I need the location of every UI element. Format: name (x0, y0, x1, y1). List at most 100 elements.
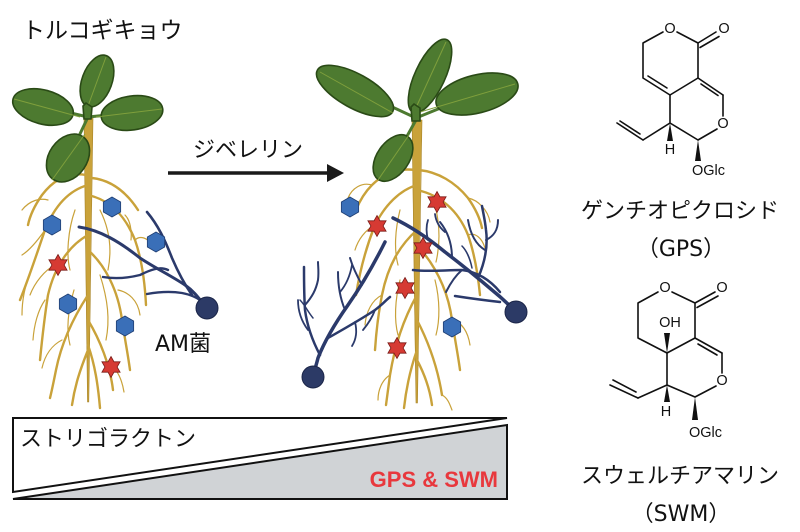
hypha (434, 213, 446, 233)
rootlet (364, 294, 383, 326)
hexagon-marker (442, 316, 462, 338)
rootlet (124, 214, 132, 241)
strigolactone-label: ストリゴラクトン (20, 427, 196, 452)
lateral-root (48, 293, 90, 400)
wedge-bond (695, 140, 701, 161)
rootlet (394, 209, 401, 266)
leaf-vein (95, 108, 163, 118)
atom-hydrogen: H (665, 142, 675, 158)
leaf-vein (419, 83, 516, 113)
increasing-triangle (12, 423, 508, 500)
leaf (315, 64, 395, 118)
rootlet (21, 274, 31, 316)
gps-name: ゲンチオピクロシド (581, 199, 779, 224)
hypha (311, 240, 387, 378)
rootlet (41, 339, 63, 369)
double-bond (694, 291, 719, 309)
lateral-root (90, 176, 140, 212)
leaves (315, 38, 519, 182)
leaf-vein (413, 41, 447, 113)
atom-carbonyl-oxygen: O (718, 21, 729, 37)
leaf-vein (377, 134, 410, 181)
atom-ring-oxygen: O (664, 21, 675, 37)
hexagon-marker (340, 196, 360, 218)
am-fungus-hyphae-right (391, 204, 528, 324)
atom-hydrogen: H (661, 404, 671, 420)
taproot (83, 117, 94, 403)
swm-structure: O O OH O H OGlc スウェルチアマリン （SWM） (581, 280, 779, 527)
rootlet (377, 374, 391, 401)
plant-title: トルコギキョウ (22, 18, 183, 44)
gibberellin-treatment: ジベレリン (168, 138, 344, 182)
star-marker (387, 337, 407, 359)
leaf-vein (51, 133, 86, 181)
hypha (362, 309, 376, 331)
star-marker (101, 356, 121, 378)
vinyl-double-bond (616, 120, 644, 141)
rootlet (67, 289, 75, 346)
rootlet (441, 394, 453, 411)
lateral-root (402, 348, 419, 410)
leaf (435, 72, 519, 116)
lateral-root (86, 343, 102, 410)
bonds (609, 291, 723, 420)
hexagon-marker (58, 293, 78, 315)
hypha (302, 265, 322, 357)
bond (637, 291, 696, 354)
hypha (297, 299, 309, 331)
hypha (461, 245, 473, 269)
hypha (476, 204, 488, 280)
am-fungus-spore (301, 365, 325, 389)
double-bond (694, 337, 723, 356)
swm-name: スウェルチアマリン (581, 464, 779, 489)
treatment-label: ジベレリン (193, 138, 303, 163)
rootlet (32, 299, 46, 341)
rootlet (67, 209, 76, 271)
atom-carbonyl-oxygen: O (716, 280, 727, 296)
wedge-bond (692, 397, 698, 420)
am-fungus-hyphae-left (297, 240, 392, 389)
hypha (439, 221, 453, 259)
hypha (145, 210, 194, 297)
shoot-apex (410, 102, 421, 122)
bond (642, 31, 699, 96)
plant-before: AM菌 (11, 54, 219, 410)
hypha (467, 219, 486, 251)
atom-pyran-oxygen: O (716, 373, 727, 389)
rootlet (347, 183, 373, 199)
lateral-root (70, 348, 90, 407)
rootlet (21, 198, 49, 211)
double-bond (697, 31, 720, 49)
leaf-vein (13, 98, 81, 118)
atom-glucoside: OGlc (692, 163, 725, 179)
rootlet (99, 209, 111, 271)
swm-abbreviation: （SWM） (632, 502, 731, 527)
leaves (11, 54, 164, 183)
lateral-root (86, 318, 115, 392)
hexagon-marker (115, 315, 135, 337)
hypha (299, 299, 314, 319)
hypha (145, 290, 204, 304)
gps-swm-label: GPS & SWM (370, 467, 498, 492)
leaf-vein (319, 71, 394, 114)
bond (637, 352, 723, 399)
rootlet (467, 233, 486, 249)
hypha (453, 294, 502, 304)
double-bond (697, 77, 724, 97)
lateral-root (415, 358, 434, 407)
hypha (351, 321, 358, 347)
double-bond (647, 75, 668, 89)
bond (642, 94, 724, 141)
atom-ring-oxygen: O (659, 280, 670, 296)
hypha (101, 267, 170, 280)
leaf-vein (87, 56, 107, 107)
lateral-root (86, 248, 132, 372)
shoot-apex (82, 101, 93, 120)
atom-glucoside: OGlc (689, 425, 722, 441)
rootlet (434, 279, 440, 336)
hypha (349, 257, 363, 286)
atom-hydroxyl: OH (659, 315, 681, 331)
atom-pyran-oxygen: O (717, 116, 728, 132)
strigolactone-gradient-bar: ストリゴラクトン GPS & SWM (12, 417, 508, 500)
